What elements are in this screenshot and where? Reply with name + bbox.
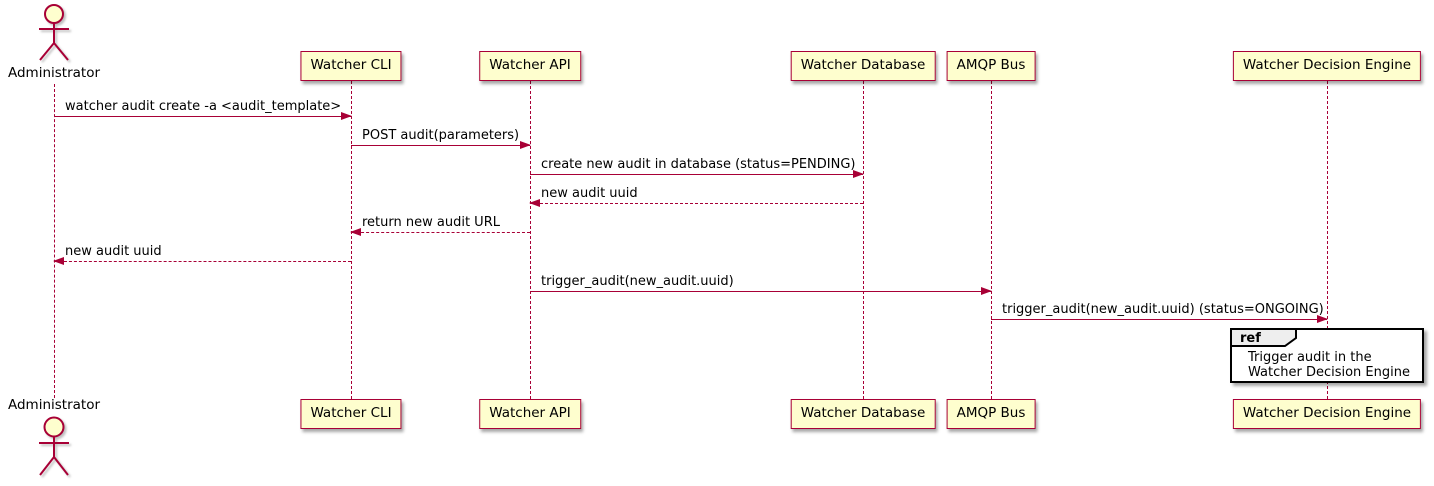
participant-top-watcher-database: Watcher Database bbox=[790, 51, 936, 81]
arrowhead-icon bbox=[53, 256, 64, 265]
message-line bbox=[351, 145, 530, 146]
participant-bottom-amqp-bus: AMQP Bus bbox=[946, 399, 1036, 429]
message-label: return new audit URL bbox=[362, 215, 500, 230]
ref-text-line2: Watcher Decision Engine bbox=[1248, 365, 1410, 380]
ref-text-line1: Trigger audit in the bbox=[1248, 350, 1372, 365]
message-line bbox=[351, 232, 530, 233]
participant-top-watcher-api: Watcher API bbox=[479, 51, 581, 81]
participant-top-watcher-cli: Watcher CLI bbox=[300, 51, 402, 81]
arrowhead-icon bbox=[529, 198, 540, 207]
message-label: new audit uuid bbox=[541, 186, 638, 201]
arrowhead-icon bbox=[520, 140, 531, 149]
lifeline-watcher-api bbox=[529, 81, 531, 399]
arrowhead-icon bbox=[853, 169, 864, 178]
actor-label-bottom: Administrator bbox=[7, 397, 101, 413]
message-line bbox=[530, 203, 863, 204]
message-label: watcher audit create -a <audit_template> bbox=[65, 99, 342, 114]
arrowhead-icon bbox=[1317, 314, 1328, 323]
ref-text: Trigger audit in the Watcher Decision En… bbox=[1248, 350, 1410, 380]
lifeline-administrator bbox=[53, 84, 55, 398]
participant-bottom-watcher-database: Watcher Database bbox=[790, 399, 936, 429]
message-line bbox=[530, 174, 863, 175]
participant-bottom-watcher-api: Watcher API bbox=[479, 399, 581, 429]
message-label: POST audit(parameters) bbox=[362, 128, 520, 143]
lifeline-watcher-decision-engine bbox=[1326, 81, 1328, 399]
lifeline-watcher-database bbox=[862, 81, 864, 399]
arrowhead-icon bbox=[981, 286, 992, 295]
message-label: new audit uuid bbox=[65, 244, 162, 259]
lifeline-amqp-bus bbox=[990, 81, 992, 399]
message-line bbox=[530, 291, 991, 292]
ref-fragment: ref Trigger audit in the Watcher Decisio… bbox=[1230, 328, 1424, 383]
administrator-actor-icon-bottom bbox=[39, 416, 69, 476]
actor-label-top: Administrator bbox=[7, 65, 101, 81]
message-line bbox=[54, 261, 351, 262]
administrator-actor-icon bbox=[39, 4, 69, 61]
lifeline-watcher-cli bbox=[350, 81, 352, 399]
message-line bbox=[54, 116, 351, 117]
participant-bottom-watcher-cli: Watcher CLI bbox=[300, 399, 402, 429]
message-label: create new audit in database (status=PEN… bbox=[541, 157, 856, 172]
participant-bottom-watcher-decision-engine: Watcher Decision Engine bbox=[1232, 399, 1422, 429]
participant-top-watcher-decision-engine: Watcher Decision Engine bbox=[1232, 51, 1422, 81]
message-line bbox=[991, 319, 1327, 320]
ref-tab-icon bbox=[1230, 328, 1297, 347]
participant-top-amqp-bus: AMQP Bus bbox=[946, 51, 1036, 81]
arrowhead-icon bbox=[341, 111, 352, 120]
arrowhead-icon bbox=[350, 227, 361, 236]
message-label: trigger_audit(new_audit.uuid) (status=ON… bbox=[1002, 302, 1324, 317]
message-label: trigger_audit(new_audit.uuid) bbox=[541, 274, 734, 289]
ref-keyword: ref bbox=[1240, 331, 1261, 346]
